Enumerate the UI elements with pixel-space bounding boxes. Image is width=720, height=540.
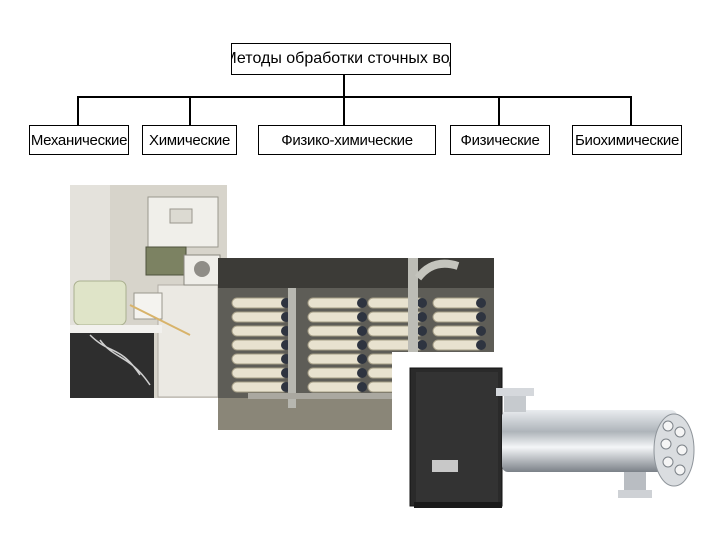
connector-horizontal bbox=[77, 96, 632, 98]
membrane-tube bbox=[308, 368, 364, 378]
method-label-physical: Физические bbox=[461, 132, 540, 149]
method-box-biochemical: Биохимические bbox=[572, 125, 682, 155]
membrane-tube-cap bbox=[357, 326, 367, 336]
membrane-tube bbox=[433, 340, 483, 350]
membrane-tube bbox=[433, 326, 483, 336]
connector-root-down bbox=[343, 75, 345, 97]
membrane-tube bbox=[308, 312, 364, 322]
membrane-tube bbox=[433, 312, 483, 322]
connector-child-5 bbox=[630, 96, 632, 126]
membrane-tube bbox=[232, 354, 288, 364]
membrane-tube-cap bbox=[357, 368, 367, 378]
membrane-tube-cap bbox=[417, 298, 427, 308]
membrane-tube bbox=[232, 326, 288, 336]
membrane-tube-cap bbox=[357, 382, 367, 392]
membrane-tube-cap bbox=[417, 326, 427, 336]
membrane-tube bbox=[308, 298, 364, 308]
root-method-box: Методы обработки сточных вод bbox=[231, 43, 451, 75]
membrane-tube-cap bbox=[357, 298, 367, 308]
membrane-tube bbox=[308, 354, 364, 364]
membrane-tube-cap bbox=[357, 312, 367, 322]
membrane-tube-cap bbox=[417, 312, 427, 322]
membrane-tube bbox=[308, 326, 364, 336]
method-label-mechanical: Механические bbox=[31, 132, 127, 149]
membrane-tube bbox=[232, 298, 288, 308]
connector-child-3 bbox=[343, 96, 345, 126]
membrane-tube-cap bbox=[476, 326, 486, 336]
method-label-chemical: Химические bbox=[149, 132, 230, 149]
method-box-chemical: Химические bbox=[142, 125, 237, 155]
membrane-tube bbox=[232, 368, 288, 378]
membrane-tube-cap bbox=[417, 340, 427, 350]
root-method-label: Методы обработки сточных вод bbox=[231, 50, 451, 68]
membrane-tube-cap bbox=[476, 340, 486, 350]
membrane-tube bbox=[232, 312, 288, 322]
photo-uv-unit bbox=[392, 352, 702, 528]
method-box-physical: Физические bbox=[450, 125, 550, 155]
membrane-tube bbox=[308, 382, 364, 392]
connector-child-2 bbox=[189, 96, 191, 126]
photo-chemical-dosing-lab bbox=[70, 185, 227, 398]
membrane-tube bbox=[232, 382, 288, 392]
membrane-tube-cap bbox=[357, 340, 367, 350]
method-label-physicochemical: Физико-химические bbox=[281, 132, 413, 149]
membrane-tube-cap bbox=[357, 354, 367, 364]
membrane-tube-cap bbox=[476, 298, 486, 308]
membrane-tube-cap bbox=[476, 312, 486, 322]
connector-child-4 bbox=[498, 96, 500, 126]
method-label-biochemical: Биохимические bbox=[575, 132, 679, 149]
membrane-tube bbox=[232, 340, 288, 350]
uv-unit-illustration bbox=[392, 352, 702, 528]
connector-child-1 bbox=[77, 96, 79, 126]
membrane-tube bbox=[308, 340, 364, 350]
lab-setup-illustration bbox=[70, 185, 227, 398]
membrane-tube bbox=[433, 298, 483, 308]
method-box-mechanical: Механические bbox=[29, 125, 129, 155]
method-box-physicochemical: Физико-химические bbox=[258, 125, 436, 155]
